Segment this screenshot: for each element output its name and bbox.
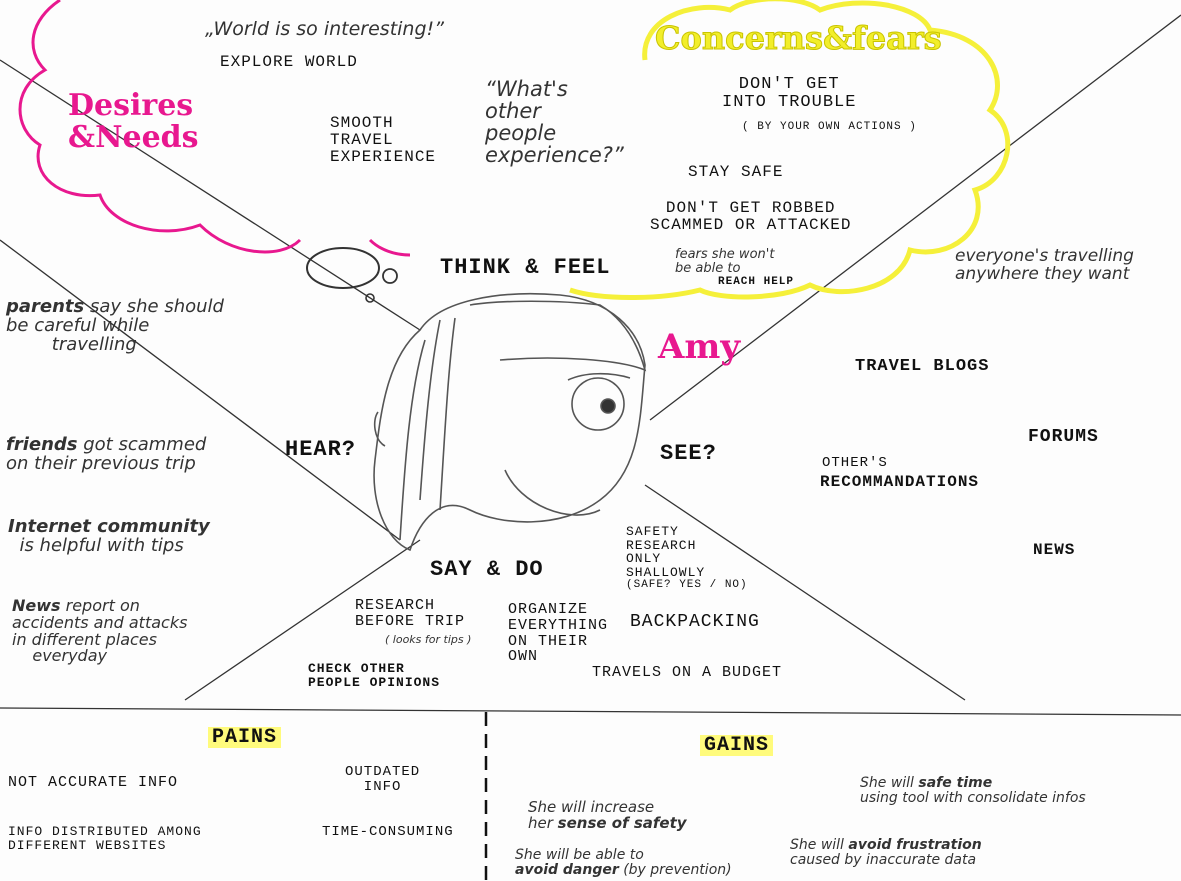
see-item: OTHER'S (822, 455, 888, 471)
see-item: RECOMMANDATIONS (820, 473, 980, 491)
desire-item: „World is so interesting!” (205, 18, 444, 40)
pain-item: TIME-CONSUMING (322, 824, 454, 840)
hear-item: parents say she should be careful while … (6, 296, 224, 355)
see-item: TRAVEL BLOGS (855, 357, 990, 376)
diagonal-line-top-left (0, 59, 421, 331)
hear-item-strong: parents (6, 296, 85, 317)
hear-item: News report on accidents and attacks in … (12, 596, 188, 666)
think-feel-heading: THINK & FEEL (440, 255, 611, 280)
saydo-item: (SAFE? YES / NO) (626, 579, 748, 591)
hear-item: friends got scammed on their previous tr… (6, 434, 207, 474)
thought-bubble-medium (382, 268, 398, 284)
see-item: FORUMS (1028, 427, 1099, 447)
gain-item-strong: avoid danger (515, 861, 619, 878)
diagonal-line-top-right (649, 14, 1181, 421)
thought-bubble-large (306, 247, 380, 289)
persona-name: Amy (658, 327, 741, 367)
hear-item-strong: friends (6, 434, 78, 455)
gain-item-post: caused by inaccurate data (790, 851, 977, 868)
diagonal-line-bottom-left (0, 239, 401, 541)
gain-item-pre: She will (860, 775, 919, 791)
gain-item-strong: safe time (918, 775, 993, 791)
gain-item: She will increase her sense of safety (528, 798, 687, 832)
concerns-cloud (569, 0, 1011, 300)
desire-item: EXPLORE WORLD (220, 53, 358, 71)
gain-item: She will be able to avoid danger (by pre… (515, 848, 732, 877)
desires-cloud (18, 0, 411, 257)
gain-item-post: using tool with consolidate infos (860, 789, 1086, 806)
desire-item: SMOOTH TRAVEL EXPERIENCE (330, 114, 437, 166)
desires-title: Desires &Needs (68, 88, 199, 155)
see-heading: SEE? (660, 441, 717, 466)
gain-item-pre: She will be able to (515, 847, 644, 863)
hear-item-rest: report on accidents and attacks in diffe… (12, 596, 188, 666)
concern-item: DON'T GET ROBBED SCAMMED OR ATTACKED (650, 199, 852, 234)
diagonal-line-bottom-left-lower (184, 539, 421, 701)
gain-item-post: (by prevention) (618, 861, 732, 878)
hear-item-rest: is helpful with tips (19, 534, 184, 556)
concern-item: REACH HELP (718, 276, 795, 288)
saydo-item: ORGANIZE EVERYTHING ON THEIR OWN (508, 601, 609, 666)
gain-item-strong: avoid frustration (848, 837, 982, 853)
saydo-item: SAFETY RESEARCH ONLY SHALLOWLY (626, 524, 706, 580)
persona-face-sketch (373, 292, 647, 552)
thought-bubble-small (365, 293, 375, 303)
concern-item: fears she won't be able to (675, 247, 775, 276)
pain-item: INFO DISTRIBUTED AMONG DIFFERENT WEBSITE… (8, 824, 202, 853)
hear-item-rest: got scammed on their previous trip (6, 434, 207, 474)
gains-heading: GAINS (700, 735, 774, 756)
saydo-item: BACKPACKING (630, 612, 760, 632)
gain-item: She will safe time using tool with conso… (860, 775, 1086, 806)
gain-item-strong: sense of safety (557, 813, 687, 832)
saydo-item: RESEARCH BEFORE TRIP (355, 597, 466, 630)
gain-item-pre: She will (790, 837, 849, 853)
hear-item-strong: Internet community (8, 516, 210, 537)
say-do-heading: SAY & DO (430, 557, 544, 582)
concern-item: STAY SAFE (688, 163, 784, 181)
saydo-item: CHECK OTHER PEOPLE OPINIONS (308, 661, 441, 690)
hear-item: Internet community is helpful with tips (8, 516, 210, 556)
hear-item-rest: say she should be careful while travelli… (6, 296, 224, 355)
desire-item: “What's other people experience?” (485, 77, 624, 168)
pains-heading: PAINS (208, 727, 282, 748)
concern-item: ( BY YOUR OWN ACTIONS ) (742, 121, 917, 133)
gain-item-pre: She will increase her (528, 798, 655, 832)
diagonal-line-bottom-right (644, 484, 966, 701)
gain-item: She will avoid frustration caused by ina… (790, 837, 982, 868)
saydo-item: ( looks for tips ) (385, 633, 472, 646)
see-item: NEWS (1033, 541, 1076, 559)
pains-gains-divider (0, 707, 1181, 716)
see-item: everyone's travelling anywhere they want (955, 246, 1134, 284)
concern-item: DON'T GET INTO TROUBLE (722, 75, 857, 112)
concerns-title: Concerns&fears (655, 19, 943, 57)
saydo-item: TRAVELS ON A BUDGET (592, 664, 783, 681)
pain-item: NOT ACCURATE INFO (8, 774, 179, 791)
hear-heading: HEAR? (285, 437, 357, 462)
hear-item-strong: News (12, 596, 61, 615)
pain-item: OUTDATED INFO (345, 764, 421, 795)
